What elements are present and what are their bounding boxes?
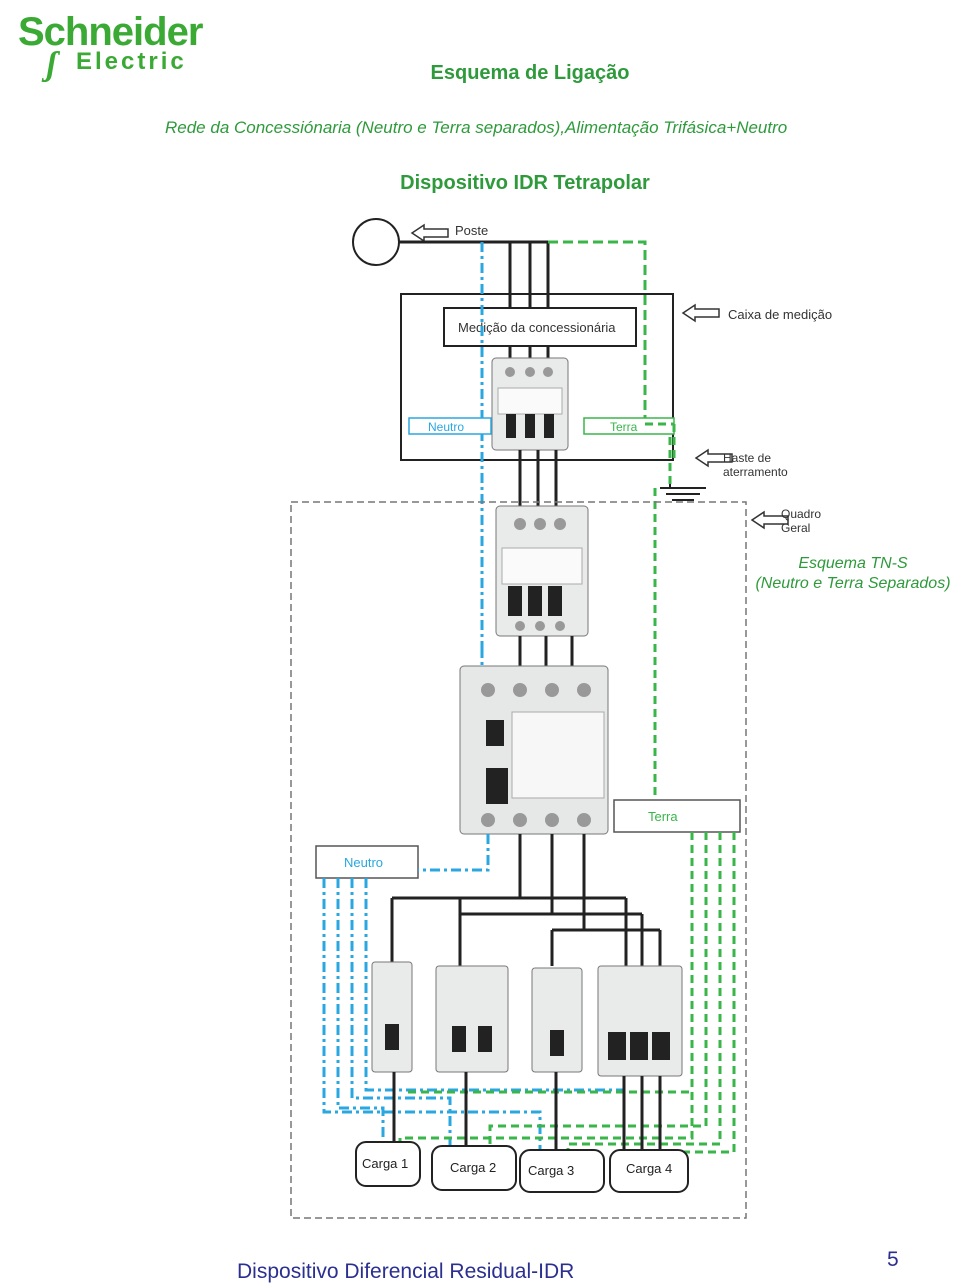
medicao-box [443, 307, 637, 347]
neutro-mid-box [315, 845, 419, 879]
page-title: Esquema de Ligação [430, 62, 630, 84]
terra-mid-box [613, 799, 741, 833]
logo-mark-icon: ʃ [46, 46, 58, 83]
breaker-carga-2-icon [435, 965, 509, 1073]
label-terra-top: Terra [610, 420, 638, 434]
breaker-main-icon [495, 505, 589, 637]
label-poste: Poste [455, 223, 488, 238]
logo-text-electric: Electric [76, 48, 187, 75]
carga-4-box [609, 1149, 689, 1193]
logo-text-schneider: Schneider [18, 10, 203, 54]
carga-3-box [519, 1149, 605, 1193]
page-subtitle: Rede da Concessiónaria (Neutro e Terra s… [165, 118, 788, 137]
scheme-note-line-1: Esquema TN-S [798, 555, 908, 572]
label-neutro-mid: Neutro [344, 855, 383, 870]
breaker-carga-1-icon [371, 961, 413, 1073]
idr-device-icon [459, 665, 609, 835]
breaker-meter-icon [491, 357, 569, 451]
schneider-electric-logo: Schneider ʃ Electric [8, 4, 203, 88]
label-haste-2: aterramento [723, 465, 788, 479]
scheme-note-line-2: (Neutro e Terra Separados) [755, 575, 951, 592]
breaker-carga-3-icon [531, 967, 583, 1073]
label-neutro-top: Neutro [428, 420, 464, 434]
label-carga-1: Carga 1 [362, 1156, 408, 1171]
poste-arrow-icon [411, 224, 449, 242]
breaker-carga-4-icon [597, 965, 683, 1077]
label-carga-2: Carga 2 [450, 1160, 496, 1175]
poste-circle [352, 218, 400, 266]
label-quadro-2: Geral [781, 521, 810, 535]
label-carga-3: Carga 3 [528, 1163, 574, 1178]
device-title: Dispositivo IDR Tetrapolar [400, 172, 650, 194]
label-quadro-1: Quadro [781, 507, 821, 521]
label-haste-1: Haste de [723, 451, 771, 465]
scheme-note: Esquema TN-S (Neutro e Terra Separados) [748, 554, 958, 594]
label-terra-mid: Terra [648, 809, 678, 824]
label-medicao: Medição da concessionária [458, 320, 616, 335]
page-number: 5 [887, 1248, 899, 1271]
caixa-arrow-icon [682, 304, 720, 322]
label-caixa: Caixa de medição [728, 307, 832, 322]
neutro-label-box [408, 417, 492, 435]
carga-1-box [355, 1141, 421, 1187]
ground-symbol-icon [660, 484, 706, 501]
label-carga-4: Carga 4 [626, 1161, 672, 1176]
quadro-geral-box [290, 501, 747, 1219]
carga-2-box [431, 1145, 517, 1191]
footer-text: Dispositivo Diferencial Residual-IDR [237, 1260, 575, 1283]
